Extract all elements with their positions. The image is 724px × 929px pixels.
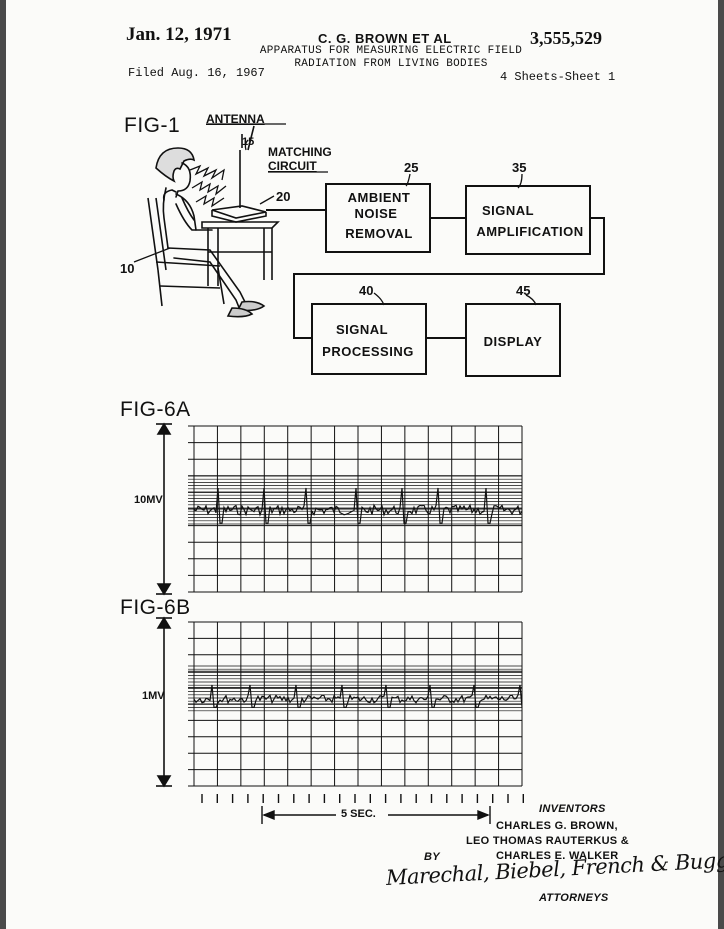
person-ref: 10: [120, 261, 135, 276]
patent-number: 3,555,529: [530, 28, 602, 48]
fig6a-scale: 10MV: [134, 494, 163, 506]
box-ambient-noise: [325, 183, 431, 253]
drawing-layer: [133, 123, 605, 824]
fig6a-waveform: [193, 487, 523, 524]
patent-title-line2: RADIATION FROM LIVING BODIES: [294, 58, 488, 70]
fig6b-label: FIG-6B: [120, 596, 191, 619]
fig6a-chart-grid: [188, 425, 523, 593]
attorneys-label: ATTORNEYS: [539, 892, 609, 904]
by-label: BY: [424, 851, 440, 863]
inventor-name-2: LEO THOMAS RAUTERKUS &: [466, 835, 630, 847]
block-ambient-line3: REMOVAL: [345, 226, 413, 241]
block-display-ref: 45: [516, 283, 531, 298]
block-amplification-ref: 35: [512, 160, 527, 175]
antenna-label: ANTENNA: [206, 112, 265, 126]
scale-arrows: [156, 422, 172, 788]
antenna-drawing: [239, 125, 255, 208]
inventors-heading: INVENTORS: [539, 803, 606, 815]
inventor-name-1: CHARLES G. BROWN,: [496, 820, 618, 832]
fig1-label: FIG-1: [124, 114, 181, 137]
fig6b-scale: 1MV: [142, 690, 165, 702]
inventor-name-3: CHARLES E. WALKER: [496, 850, 619, 862]
patent-date: Jan. 12, 1971: [126, 24, 232, 45]
block-display-line1: DISPLAY: [483, 334, 543, 349]
matching-ref: 20: [276, 189, 291, 204]
box-signal-amplification: [465, 185, 591, 255]
time-scale-label: 5 SEC.: [338, 808, 379, 820]
fig6b-waveform: [193, 684, 523, 708]
inventor-header: C. G. BROWN ET AL: [318, 31, 452, 46]
sheet-count: 4 Sheets-Sheet 1: [500, 70, 616, 84]
time-ticks: [201, 794, 524, 803]
block-processing-line2: PROCESSING: [322, 344, 414, 359]
patent-sheet: Jan. 12, 1971 C. G. BROWN ET AL 3,555,52…: [6, 0, 724, 929]
block-amplification-line2: AMPLIFICATION: [476, 224, 584, 239]
block-processing-line1: SIGNAL: [335, 322, 389, 337]
patent-title-line1: APPARATUS FOR MEASURING ELECTRIC FIELD: [259, 45, 523, 57]
table-drawing: [201, 205, 280, 286]
block-ambient-ref: 25: [404, 160, 419, 175]
matching-label-1: MATCHING: [268, 145, 332, 159]
box-signal-processing: [311, 303, 427, 375]
block-diagram: [266, 183, 605, 377]
box-display: [465, 303, 561, 377]
block-ambient-line1: AMBIENT: [347, 190, 411, 205]
block-processing-ref: 40: [359, 283, 374, 298]
fig6a-label: FIG-6A: [120, 398, 191, 421]
radiation-zigzag: [189, 164, 227, 208]
chair-drawing: [147, 197, 225, 307]
fig6b-chart-grid: [188, 621, 523, 787]
five-second-arrow: [261, 806, 491, 824]
matching-label-2: CIRCUIT: [268, 159, 317, 173]
block-amplification-line1: SIGNAL: [481, 203, 535, 218]
filed-date: Filed Aug. 16, 1967: [128, 66, 265, 80]
block-ambient-line2: NOISE: [354, 206, 398, 221]
seated-person-drawing: [155, 147, 266, 318]
